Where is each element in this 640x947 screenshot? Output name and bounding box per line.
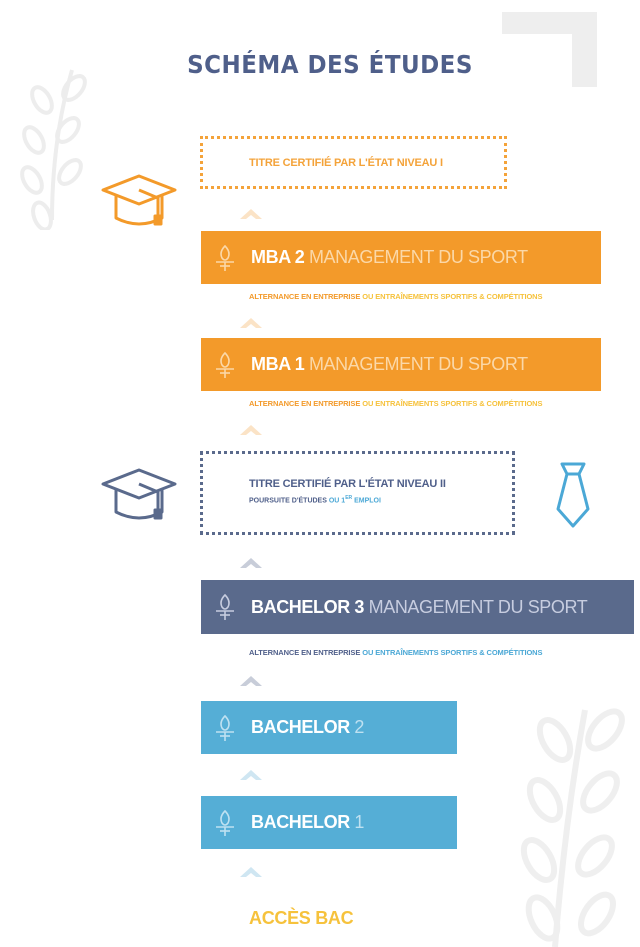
torch-icon xyxy=(216,351,234,378)
cert-level-2-label: TITRE CERTIFIÉ PAR L'ÉTAT NIVEAU II xyxy=(249,478,446,490)
program-name: MANAGEMENT DU SPORT xyxy=(364,596,588,617)
alternance-note: ALTERNANCE EN ENTREPRISE OU ENTRAÎNEMENT… xyxy=(249,648,543,657)
program-level: BACHELOR xyxy=(251,717,350,737)
cert-level-1-box xyxy=(200,136,507,189)
torch-icon xyxy=(216,809,234,836)
chevron-up-icon xyxy=(240,770,262,780)
chevron-up-icon xyxy=(240,425,262,435)
program-name: MANAGEMENT DU SPORT xyxy=(304,247,528,267)
program-level: BACHELOR 3 xyxy=(251,596,365,617)
cert-level-2-sublabel: POURSUITE D'ÉTUDES OU 1ER EMPLOI xyxy=(249,495,381,505)
program-level: MBA 2 xyxy=(251,247,305,267)
torch-icon xyxy=(216,714,234,741)
program-name: MANAGEMENT DU SPORT xyxy=(304,354,528,374)
chevron-up-icon xyxy=(240,558,262,568)
chevron-up-icon xyxy=(240,318,262,328)
program-mba2: MBA 2 MANAGEMENT DU SPORT xyxy=(201,231,601,284)
graduation-cap-icon xyxy=(101,174,177,226)
chevron-up-icon xyxy=(240,209,262,219)
page-title: SCHÉMA DES ÉTUDES xyxy=(187,50,473,79)
alternance-note: ALTERNANCE EN ENTREPRISE OU ENTRAÎNEMENT… xyxy=(249,399,543,408)
laurel-right-decoration xyxy=(520,708,625,947)
program-bachelor1: BACHELOR 1 xyxy=(201,796,457,849)
tie-icon xyxy=(556,462,590,528)
corner-decoration xyxy=(502,12,597,87)
chevron-up-icon xyxy=(240,676,262,686)
torch-icon xyxy=(216,244,234,271)
alternance-note: ALTERNANCE EN ENTREPRISE OU ENTRAÎNEMENT… xyxy=(249,292,543,301)
cert-level-1-label: TITRE CERTIFIÉ PAR L'ÉTAT NIVEAU I xyxy=(249,157,443,169)
program-level: BACHELOR xyxy=(251,812,350,832)
chevron-up-icon xyxy=(240,867,262,877)
program-bachelor3: BACHELOR 3 MANAGEMENT DU SPORT xyxy=(201,580,634,634)
cert-level-2-box xyxy=(200,451,515,535)
torch-icon xyxy=(216,593,234,620)
laurel-left-decoration xyxy=(20,69,87,230)
graduation-cap-icon xyxy=(101,468,177,520)
entry-requirement: ACCÈS BAC xyxy=(249,908,354,928)
program-name: 2 xyxy=(349,717,365,737)
program-bachelor2: BACHELOR 2 xyxy=(201,701,457,754)
program-mba1: MBA 1 MANAGEMENT DU SPORT xyxy=(201,338,601,391)
program-level: MBA 1 xyxy=(251,354,305,374)
program-name: 1 xyxy=(349,812,365,832)
